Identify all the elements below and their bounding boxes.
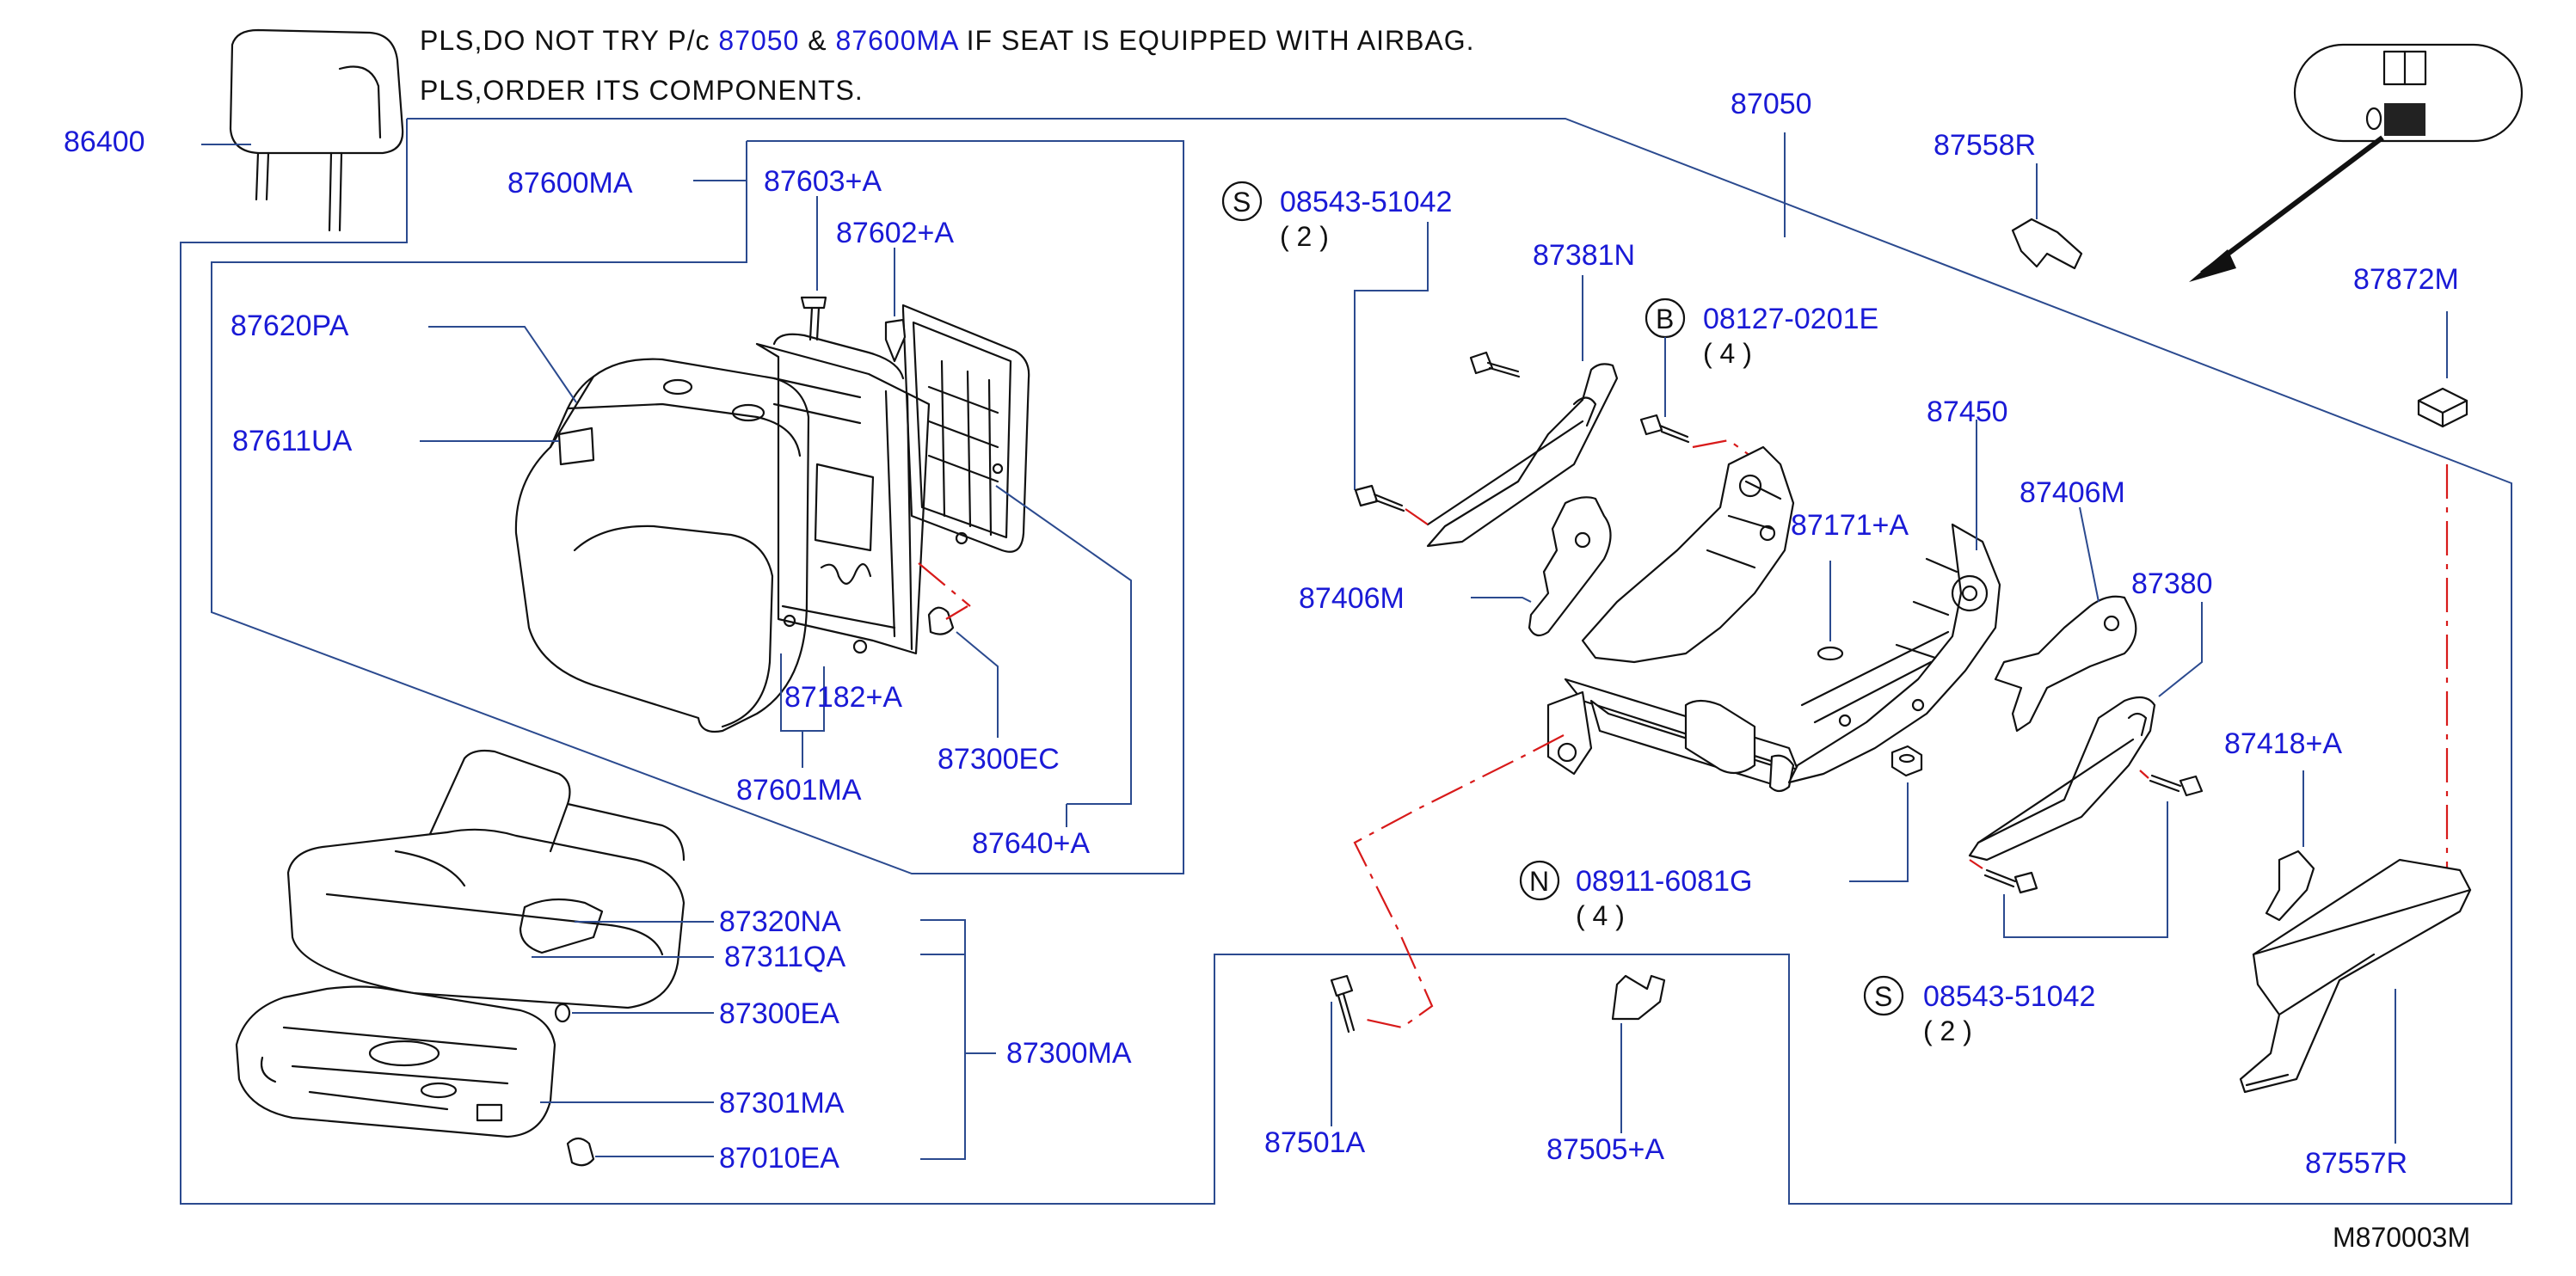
seat-cushion-drawing [286, 749, 685, 1009]
label-87620PA: 87620PA [231, 310, 349, 342]
label-87640A: 87640+A [972, 827, 1090, 860]
clip-87418A [2265, 850, 2315, 922]
clip-87010EA [566, 1137, 595, 1167]
label-87380: 87380 [2131, 567, 2213, 600]
label-87418A: 87418+A [2224, 727, 2342, 760]
label-87505A: 87505+A [1546, 1133, 1664, 1166]
label-87557R: 87557R [2305, 1147, 2407, 1180]
symbol-n-letter: N [1529, 866, 1549, 897]
label-08543-51042-bottom: 08543-51042 [1923, 980, 2095, 1013]
seat-cushion-frame-drawing [235, 985, 556, 1138]
label-87450: 87450 [1927, 396, 2008, 428]
nut-08911 [1891, 745, 1923, 777]
leader-87300EC [956, 631, 999, 738]
bracket-87558R [2011, 218, 2083, 270]
qty-08543-51042-bottom: ( 2 ) [1923, 1015, 1972, 1046]
note-line-1: PLS,DO NOT TRY P/c 87050 & 87600MA IF SE… [420, 25, 1475, 56]
cover-87406M-right [1994, 595, 2137, 733]
screw-87603A [800, 296, 827, 341]
label-87300EA: 87300EA [719, 997, 839, 1030]
cap-87171A [1817, 646, 1844, 661]
clip-87602A [884, 318, 907, 363]
label-87171A: 87171+A [1791, 509, 1909, 542]
label-87601MA: 87601MA [736, 774, 862, 807]
label-87501A: 87501A [1264, 1126, 1366, 1159]
dash-87300EC [918, 562, 971, 607]
label-87406M-left: 87406M [1299, 582, 1405, 615]
symbol-s-top-letter: S [1233, 187, 1251, 218]
assembly-87050-outline [180, 118, 2512, 1205]
bracket-87381N [1426, 363, 1619, 548]
dash-bolts-bottom [1969, 770, 2149, 869]
label-87300EC: 87300EC [938, 743, 1060, 776]
qty-08911-6081G: ( 4 ) [1576, 900, 1625, 931]
label-87300MA: 87300MA [1006, 1037, 1132, 1070]
label-87050: 87050 [1731, 88, 1812, 120]
label-86400: 86400 [64, 126, 145, 158]
clip-87300EC [927, 605, 968, 635]
label-87600MA: 87600MA [507, 167, 633, 199]
label-87311QA: 87311QA [724, 941, 845, 973]
dash-08127 [1692, 439, 1751, 457]
symbol-s-bottom-letter: S [1874, 981, 1892, 1012]
leader-08543-top [1354, 222, 1429, 490]
seat-position-inset [2189, 43, 2524, 282]
label-87320NA: 87320NA [719, 905, 841, 938]
diagram-code: M870003M [2333, 1222, 2470, 1253]
label-87611UA: 87611UA [232, 425, 353, 457]
label-87406M-right: 87406M [2020, 476, 2125, 509]
symbol-s-top [1221, 181, 1263, 222]
leader-87640A [995, 485, 1132, 805]
dash-87501A [1353, 734, 1565, 1029]
clip-87300EA [554, 1003, 571, 1023]
arrow-icon [2189, 249, 2236, 282]
seat-back-drawing [514, 358, 810, 733]
label-08911-6081G: 08911-6081G [1576, 865, 1752, 898]
bolt-08127 [1639, 414, 1690, 444]
note-line-2: PLS,ORDER ITS COMPONENTS. [420, 75, 864, 106]
bolt-87501A [1330, 974, 1356, 1034]
bolt-pair-bottom [1983, 774, 2204, 894]
label-08127-0201E: 08127-0201E [1703, 303, 1878, 335]
dash-87381N [1405, 508, 1429, 525]
leader-08911 [1849, 782, 1909, 882]
bolt-pair-top [1354, 351, 1521, 512]
leader-87406M-left [1471, 597, 1532, 603]
assembly-87600MA-outline [211, 140, 1184, 874]
bracket-87300MA [920, 919, 966, 1160]
label-87182A: 87182+A [784, 681, 902, 714]
label-87558R: 87558R [1934, 129, 2036, 162]
headrest-drawing [229, 28, 404, 232]
label-87602A: 87602+A [836, 217, 954, 249]
leader-87620PA [428, 326, 577, 403]
label-87381N: 87381N [1533, 239, 1635, 272]
label-87010EA: 87010EA [719, 1142, 839, 1175]
label-87872M: 87872M [2353, 263, 2459, 296]
label-87301MA: 87301MA [719, 1087, 845, 1120]
symbol-n [1519, 860, 1560, 901]
back-panel-drawing [901, 304, 1030, 553]
leader-87380 [2158, 602, 2203, 697]
leader-08543-bottom [2003, 801, 2168, 938]
label-87603A: 87603+A [764, 165, 882, 198]
symbol-b-letter: B [1656, 304, 1674, 334]
seat-track-frame-87450 [1546, 445, 2001, 793]
bracket-87505A [1611, 974, 1666, 1021]
label-08543-51042-top: 08543-51042 [1280, 186, 1452, 218]
symbol-s-bottom [1863, 975, 1904, 1016]
qty-08127-0201E: ( 4 ) [1703, 338, 1752, 369]
leader-87406M-right [2079, 506, 2100, 603]
qty-08543-51042-top: ( 2 ) [1280, 221, 1329, 252]
finisher-87557R [2239, 858, 2472, 1094]
cover-87406M-left [1528, 496, 1612, 637]
pad-87872M [2417, 387, 2468, 428]
bracket-87380 [1968, 696, 2156, 862]
